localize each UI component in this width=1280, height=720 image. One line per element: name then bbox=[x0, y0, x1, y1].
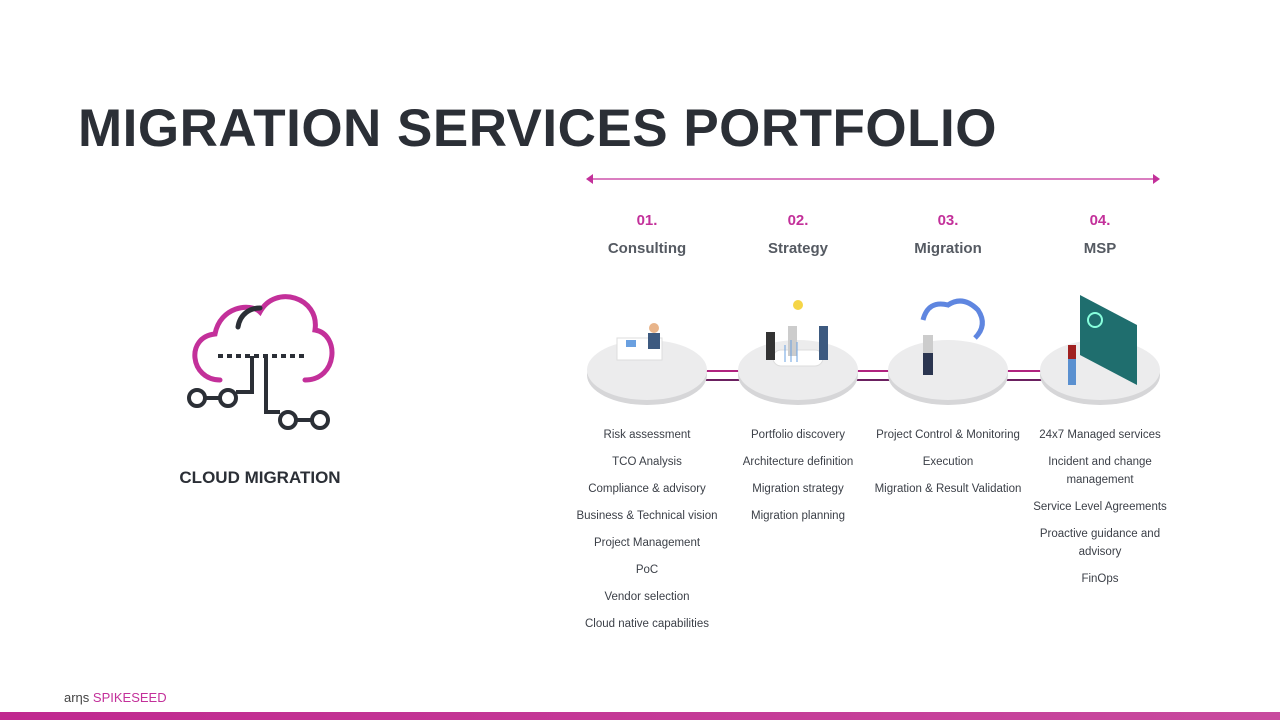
connector bbox=[855, 370, 890, 372]
footer-bar bbox=[0, 712, 1280, 720]
list-item: Migration strategy bbox=[752, 483, 844, 495]
list-item: FinOps bbox=[1081, 573, 1119, 585]
list-item: Risk assessment bbox=[603, 429, 691, 441]
list-item: Architecture definition bbox=[742, 456, 854, 468]
brand-spikeseed: SPIKESEED bbox=[92, 690, 167, 705]
list-item: Compliance & advisory bbox=[588, 483, 706, 495]
connector bbox=[1005, 379, 1042, 381]
phase-header-1: 01. Consulting bbox=[572, 212, 722, 257]
list-item: Migration planning bbox=[751, 510, 845, 522]
connector bbox=[705, 370, 740, 372]
list-item: Execution bbox=[922, 456, 974, 468]
connector bbox=[855, 379, 890, 381]
phase-name: Consulting bbox=[607, 240, 687, 257]
phase-name: Migration bbox=[914, 240, 982, 257]
list-item: PoC bbox=[635, 564, 659, 576]
list-item: Service Level Agreements bbox=[1033, 501, 1167, 513]
brand-arns: arηs bbox=[64, 690, 90, 705]
list-item: TCO Analysis bbox=[612, 456, 682, 468]
connector bbox=[1005, 370, 1042, 372]
phase-illustration-1 bbox=[587, 323, 707, 405]
list-item: Migration & Result Validation bbox=[874, 483, 1022, 495]
page-title: MIGRATION SERVICES PORTFOLIO bbox=[78, 99, 997, 158]
phase-illustration-2 bbox=[738, 300, 858, 405]
phase-number: 02. bbox=[787, 212, 809, 229]
cloud-migration-label: CLOUD MIGRATION bbox=[179, 468, 341, 487]
list-item: Proactive guidance and advisory bbox=[1039, 528, 1161, 558]
timeline-arrow bbox=[586, 174, 1160, 184]
brand-logo: arηs SPIKESEED bbox=[64, 690, 167, 705]
phase-number: 03. bbox=[937, 212, 959, 229]
phase-number: 01. bbox=[636, 212, 658, 229]
cloud-migration-icon bbox=[187, 294, 335, 430]
list-item: Business & Technical vision bbox=[576, 510, 718, 522]
list-item: Project Control & Monitoring bbox=[876, 429, 1020, 441]
list-item: Portfolio discovery bbox=[751, 429, 845, 441]
phase-header-4: 04. MSP bbox=[1025, 212, 1175, 257]
phase-header-2: 02. Strategy bbox=[723, 212, 873, 257]
phase-illustration-4 bbox=[1040, 295, 1160, 405]
phase-number: 04. bbox=[1089, 212, 1111, 229]
phase-header-3: 03. Migration bbox=[873, 212, 1023, 257]
list-item: Project Management bbox=[593, 537, 701, 549]
phase-illustration-3 bbox=[888, 298, 1008, 405]
list-item: Cloud native capabilities bbox=[584, 618, 710, 630]
list-item: 24x7 Managed services bbox=[1039, 429, 1161, 441]
phase-name: MSP bbox=[1083, 240, 1117, 257]
list-item: Incident and change management bbox=[1048, 456, 1152, 486]
connector bbox=[705, 379, 740, 381]
phase-name: Strategy bbox=[767, 240, 829, 257]
list-item: Vendor selection bbox=[604, 591, 690, 603]
